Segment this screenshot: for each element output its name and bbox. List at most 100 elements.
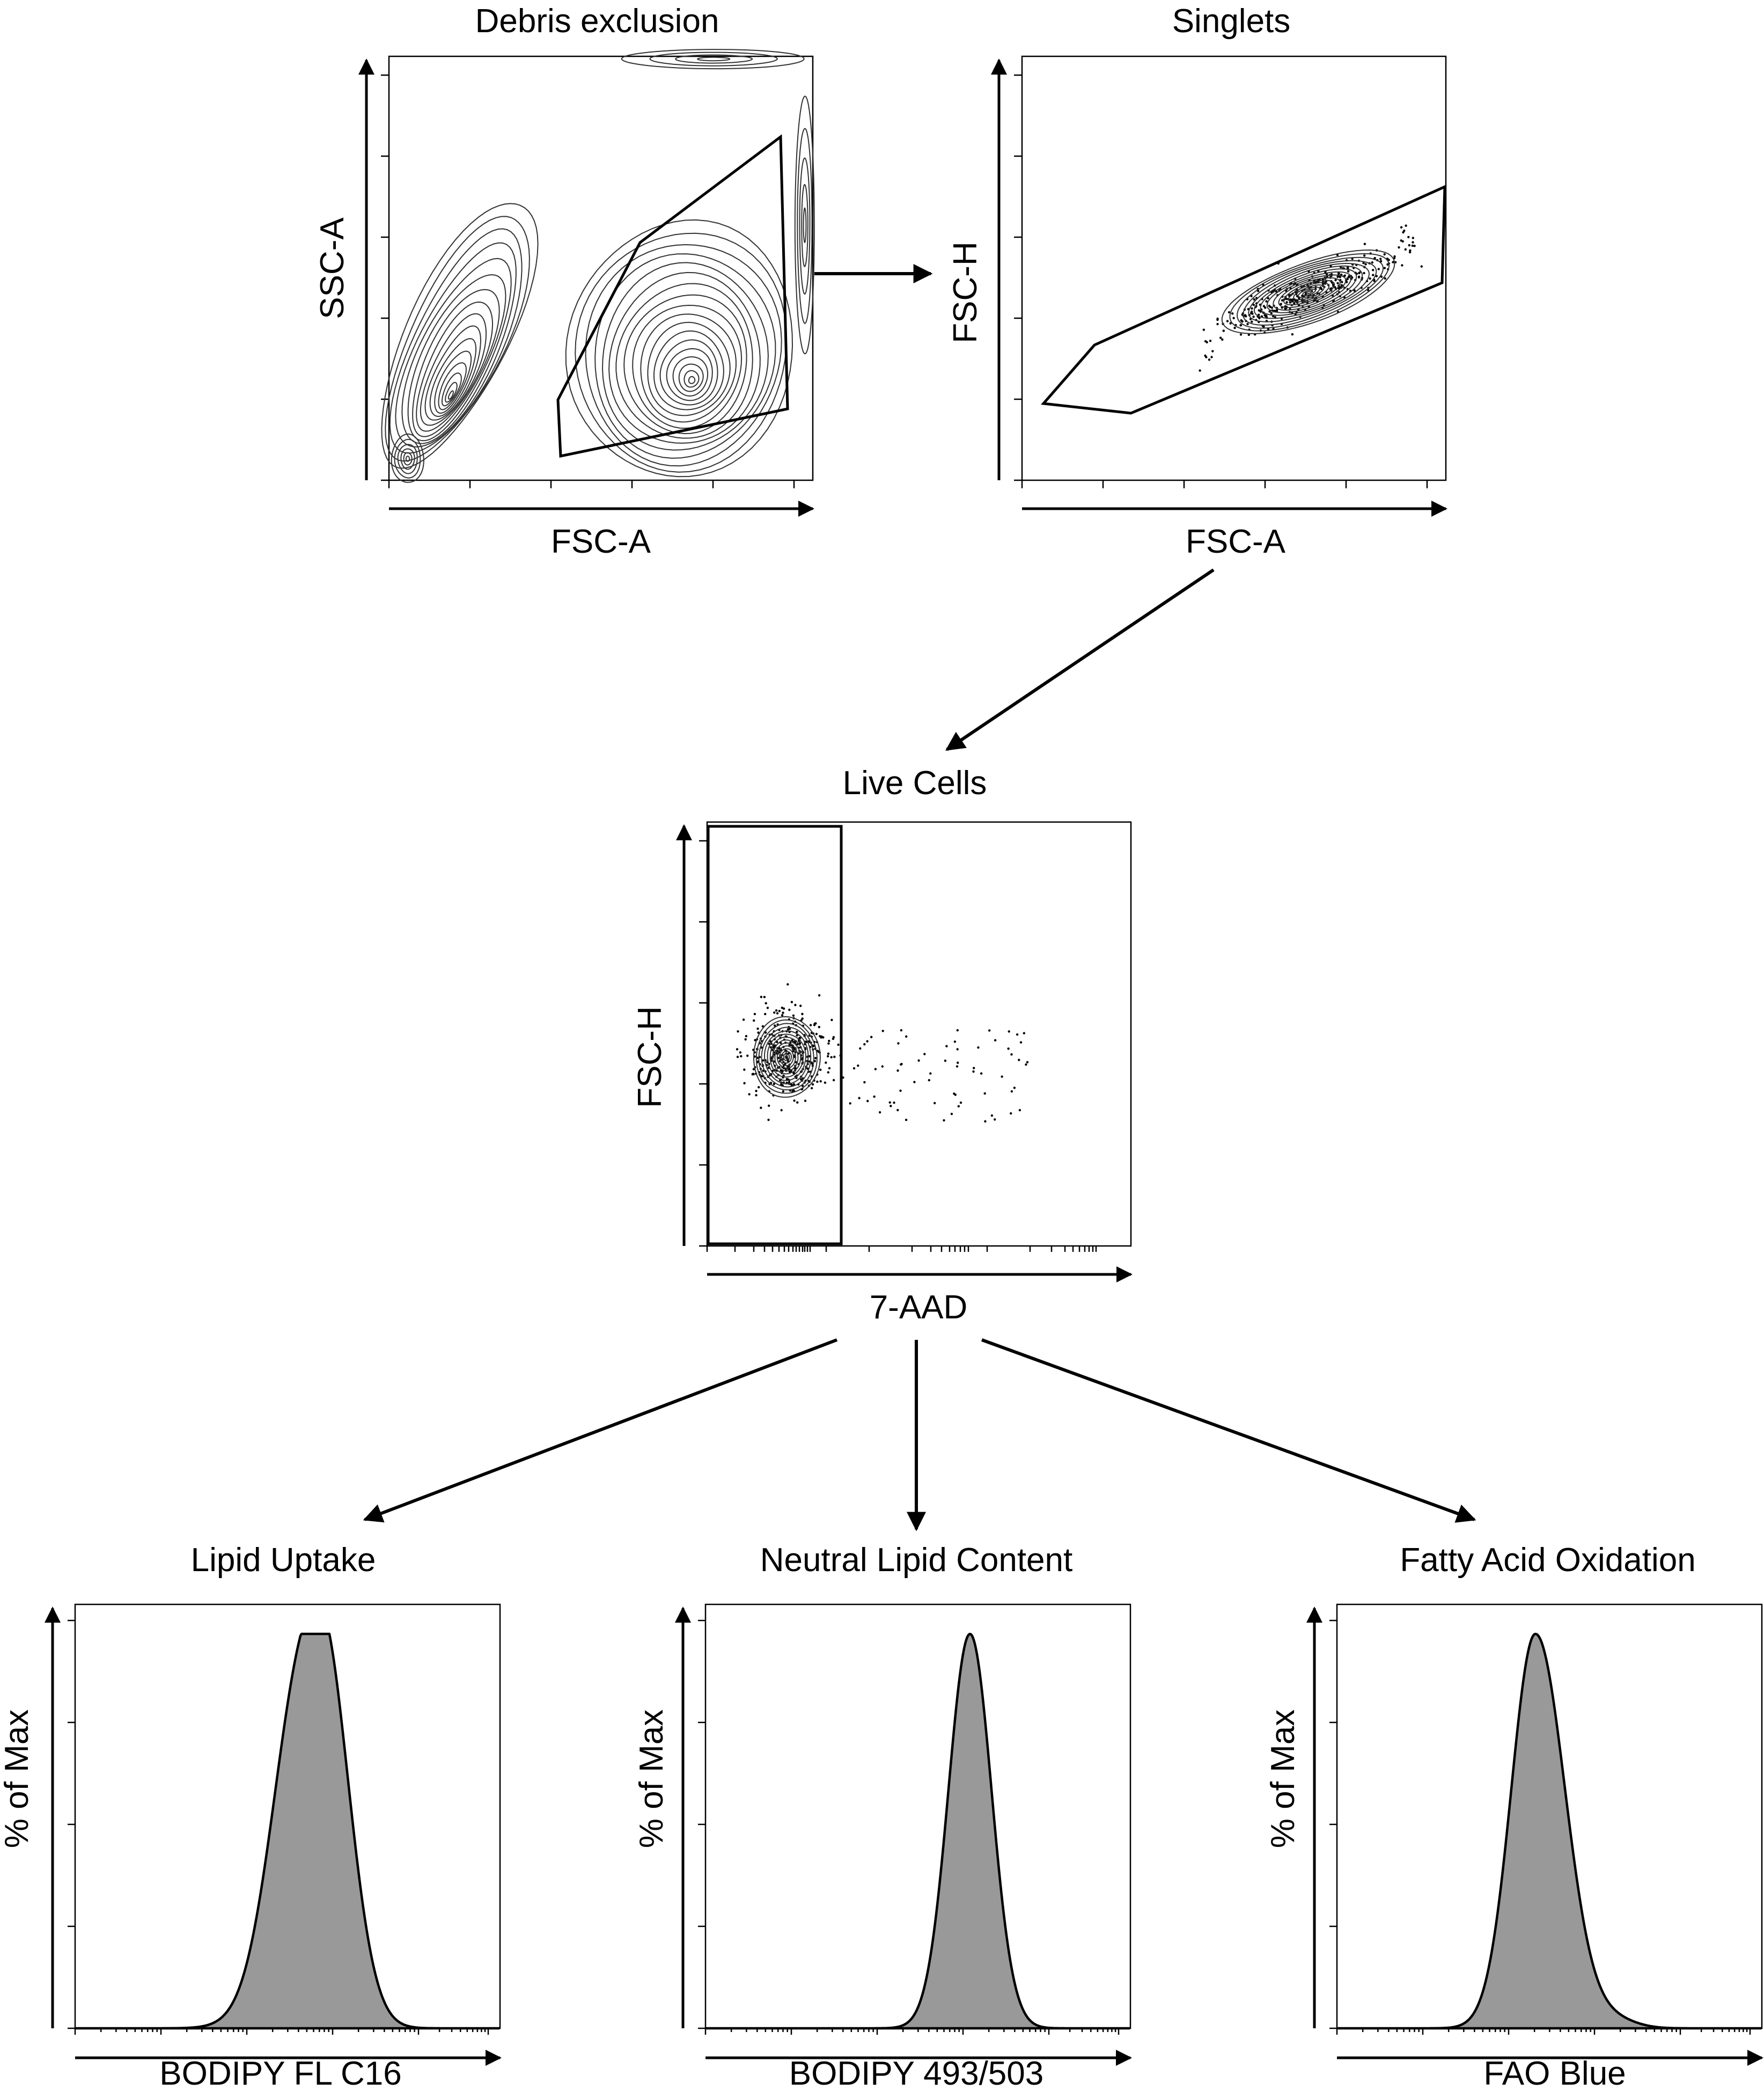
top-edge-contour [697,56,731,62]
hist-fao-curve [1336,1632,1762,2030]
arrow-live-to-fao [981,1338,1476,1523]
top-edge-contour [675,54,753,64]
live-event [816,1080,819,1083]
live-event [822,1036,825,1039]
dead-event [873,1095,876,1098]
dead-event [852,1067,856,1070]
singlet-event [1206,341,1208,343]
live-event [810,1061,813,1064]
live-event [782,1007,785,1010]
cell-population-contour [615,283,753,439]
dead-event [1016,1033,1019,1036]
singlets-contour-lines [1221,249,1395,334]
live-event [766,1007,769,1009]
singlets-plot-title: Singlets [1172,3,1291,40]
debris-population-contour [385,216,530,462]
dead-event [866,1040,869,1043]
live-event [752,1068,755,1070]
debris-plot-title: Debris exclusion [475,3,719,40]
cell-population-contour [683,370,700,388]
singlet-population-contour [1305,290,1313,295]
singlet-event [1363,272,1365,275]
debris-population-contour [416,301,494,432]
live-event [819,1068,822,1071]
cell-population-contour [672,356,709,397]
live-event [796,1030,798,1033]
dead-event [1007,1047,1010,1050]
fao-x-label: FAO Blue [1483,2055,1626,2090]
dead-event [1026,1061,1029,1064]
live-event [767,1118,770,1121]
dead-event [928,1079,931,1082]
dead-event [890,1105,892,1108]
cell-population-contour [640,313,737,423]
live-event [790,1001,793,1003]
dead-event [878,1111,881,1114]
debris-population-contour [412,289,500,437]
live-gate [707,825,843,1245]
singlet-event [1233,326,1236,329]
singlet-event [1400,239,1402,242]
live-event [813,1060,817,1062]
live-population-contour [764,1030,809,1084]
singlet-event [1250,310,1253,313]
debris-corner-contour [405,456,410,462]
dead-event [943,1119,945,1122]
top-edge-contour [621,49,805,70]
dead-event [953,1040,957,1043]
live-event [809,1024,812,1026]
dead-event [896,1069,899,1072]
dead-event [905,1118,908,1121]
dead-event [957,1061,959,1064]
live-event [796,1034,798,1037]
live-event [760,1075,763,1077]
hist-uptake-curve [75,1632,501,2030]
arrow-live-to-uptake [363,1338,838,1523]
live-event [748,1093,751,1096]
live-event [820,1036,822,1039]
singlet-event [1219,336,1222,339]
cell-population-contour [666,348,713,401]
cell-population-contour [678,363,704,392]
singlet-event [1384,277,1386,280]
singlet-event [1240,319,1243,322]
debris-population-contour [445,382,458,403]
singlet-event [1245,315,1247,318]
live-event [837,1043,840,1046]
live-event [776,1012,779,1015]
live-event [792,1083,796,1086]
singlet-event [1285,301,1288,304]
singlet-event [1263,314,1266,317]
live-event [817,1050,820,1053]
singlet-event [1268,310,1271,313]
live-event [780,1109,783,1112]
live-population-contour [783,1053,790,1061]
dead-event [859,1047,862,1050]
singlets-gate [1040,185,1446,415]
debris-contour-lines [381,49,815,483]
dead-event [1019,1041,1023,1044]
singlet-event [1270,306,1274,309]
live-event [782,1074,785,1077]
live-event [804,1099,807,1102]
live-event [764,1013,767,1016]
dead-event [905,1035,908,1038]
singlet-event [1258,317,1261,320]
debris-exclusion-plot: Debris exclusion FSC-A SSC-A [314,3,815,560]
singlet-event [1280,303,1282,305]
uptake-y-label: % of Max [0,1710,35,1848]
live-event [782,1090,785,1093]
dead-event [1010,1112,1012,1115]
singlet-population-contour [1302,289,1317,296]
singlet-population-contour [1298,287,1320,298]
cell-population-contour [632,304,743,429]
live-event [757,1031,760,1034]
dead-event [863,1081,866,1084]
live-event [768,1104,770,1107]
singlet-event [1369,277,1371,280]
live-event [745,1035,748,1038]
singlet-event [1239,324,1242,327]
dead-event [1018,1109,1021,1112]
live-event [775,1009,778,1012]
dead-event [1023,1032,1026,1035]
